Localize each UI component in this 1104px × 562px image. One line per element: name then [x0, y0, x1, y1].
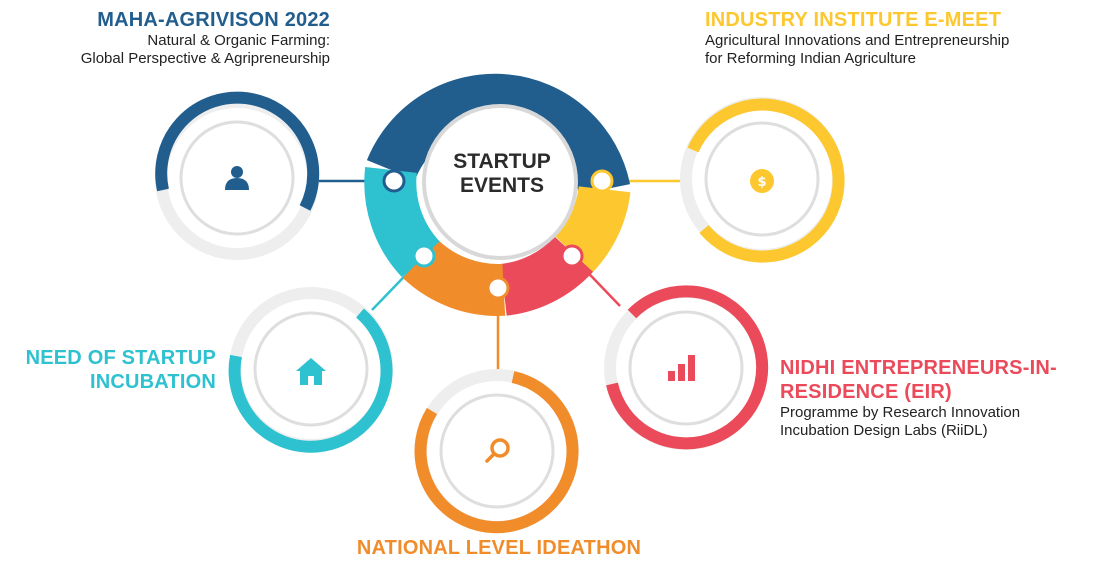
event-subtitle-eemeet-1: Agricultural Innovations and Entrepreneu… — [705, 32, 1010, 49]
event-ring-ideathon — [414, 369, 579, 534]
event-title-ideathon: NATIONAL LEVEL IDEATHON — [356, 537, 642, 559]
junction-dot-orange — [488, 278, 508, 298]
junction-dot-red — [562, 246, 582, 266]
event-subtitle-eemeet-2: for Reforming Indian Agriculture — [705, 50, 916, 67]
search-icon — [485, 438, 510, 463]
event-title-incubation-2: INCUBATION — [89, 371, 216, 393]
ring-segment-blue — [366, 73, 631, 196]
event-title-incubation-1: NEED OF STARTUP — [25, 347, 216, 369]
event-label-ideathon: NATIONAL LEVEL IDEATHON — [0, 536, 998, 560]
home-icon — [296, 358, 326, 385]
event-ring-eir — [604, 285, 769, 450]
junction-dot-cyan — [414, 246, 434, 266]
center-title-line2: EVENTS — [459, 174, 545, 198]
junction-dot-yellow — [592, 171, 612, 191]
event-label-eir: NIDHI ENTREPRENEURS-IN- RESIDENCE (EIR) … — [780, 356, 1057, 440]
event-title-eir-1: NIDHI ENTREPRENEURS-IN- — [780, 357, 1057, 379]
event-title-maha: MAHA-AGRIVISON 2022 — [97, 9, 330, 31]
junction-ring-yellow — [590, 169, 614, 193]
center-title-line1: STARTUP — [453, 150, 551, 173]
center-disc — [426, 108, 574, 256]
event-title-eir-2: RESIDENCE (EIR) — [780, 381, 952, 403]
event-label-maha: MAHA-AGRIVISON 2022 Natural & Organic Fa… — [81, 8, 330, 68]
dollar-coin-icon: $ — [750, 169, 774, 193]
ring-segment-yellow — [554, 185, 631, 273]
junction-ring-red — [560, 244, 584, 268]
svg-text:$: $ — [757, 175, 766, 190]
event-label-eemeet: INDUSTRY INSTITUTE E-MEET Agricultural I… — [705, 8, 1009, 68]
junction-ring-blue — [382, 169, 406, 193]
event-label-incubation: NEED OF STARTUP INCUBATION — [26, 346, 216, 394]
center-title: STARTUP EVENTS — [432, 150, 572, 198]
event-subtitle-maha-2: Global Perspective & Agripreneurship — [80, 50, 330, 67]
junction-ring-cyan — [412, 244, 436, 268]
junction-ring-orange — [486, 276, 510, 300]
event-subtitle-maha-1: Natural & Organic Farming: — [147, 32, 330, 49]
event-subtitle-eir-1: Programme by Research Innovation — [780, 404, 1021, 421]
event-title-eemeet: INDUSTRY INSTITUTE E-MEET — [705, 9, 1002, 31]
bar-chart-icon — [668, 355, 695, 381]
event-subtitle-eir-2: Incubation Design Labs (RiiDL) — [780, 422, 988, 439]
user-icon — [225, 166, 249, 190]
junction-dot-blue — [384, 171, 404, 191]
